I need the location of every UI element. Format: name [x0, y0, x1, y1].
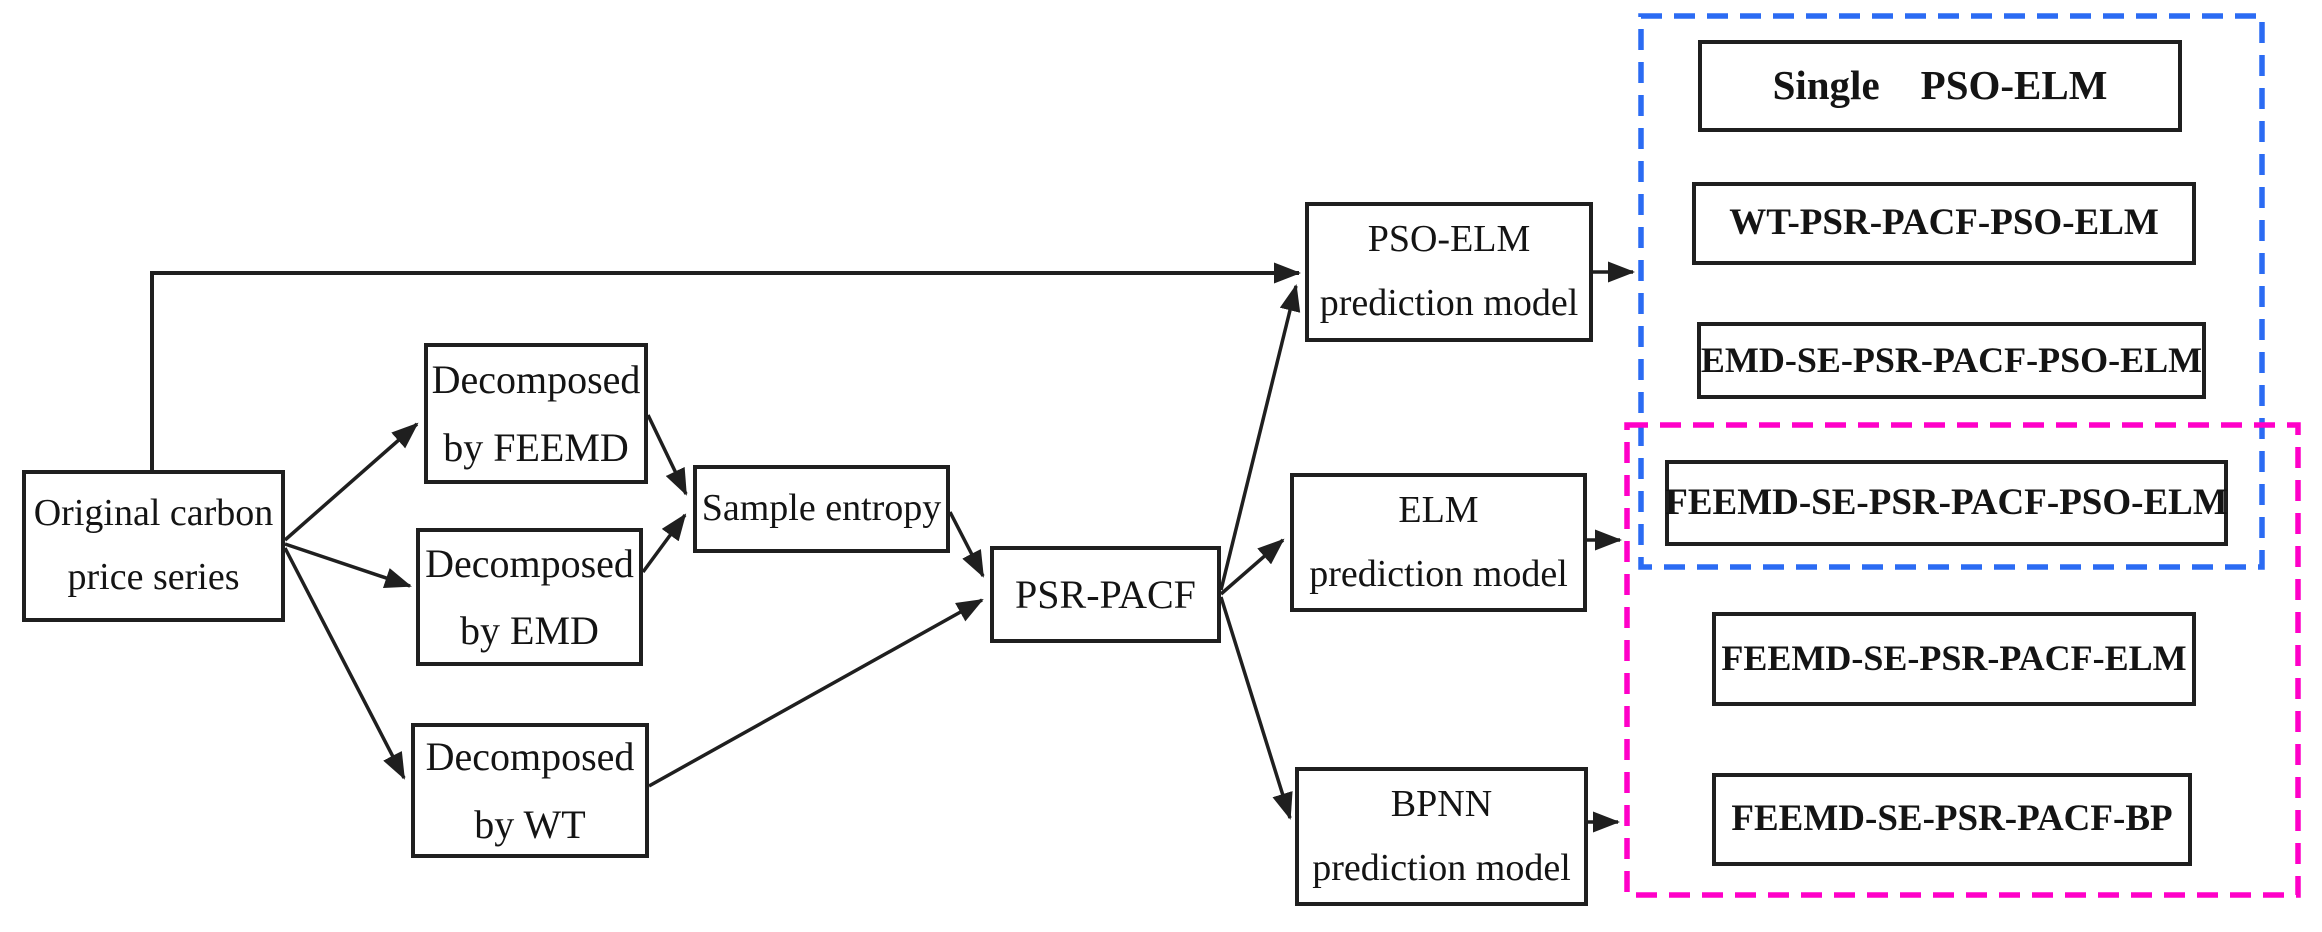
edge-emd-to-sample-entropy [641, 513, 687, 574]
node-wt-psr-pacf-pso-elm: WT-PSR-PACF-PSO-ELM [1692, 182, 2196, 265]
edge-original-to-feemd [283, 422, 419, 542]
edge-wt-to-psr-pacf [648, 598, 984, 788]
edge-sample-entropy-to-psr-pacf [948, 511, 985, 578]
node-sample-entropy: Sample entropy [693, 465, 950, 553]
node-original-carbon-price-series: Original carbon price series [22, 470, 285, 622]
node-elm-prediction-model: ELM prediction model [1290, 473, 1587, 612]
node-feemd-se-psr-pacf-elm: FEEMD-SE-PSR-PACF-ELM [1712, 612, 2196, 706]
magenta-dashed-group-box [1624, 422, 2301, 898]
node-decomposed-by-emd: Decomposed by EMD [416, 528, 643, 666]
edge-original-to-emd [284, 542, 412, 588]
node-single-pso-elm: Single PSO-ELM [1698, 40, 2182, 132]
edge-psr-pacf-to-pso-elm-model [1219, 284, 1301, 591]
node-emd-se-psr-pacf-pso-elm: EMD-SE-PSR-PACF-PSO-ELM [1697, 322, 2206, 399]
edge-original-to-wt [283, 547, 406, 780]
node-feemd-se-psr-pacf-pso-elm: FEEMD-SE-PSR-PACF-PSO-ELM [1665, 460, 2228, 546]
node-psr-pacf: PSR-PACF [990, 546, 1221, 643]
node-pso-elm-prediction-model: PSO-ELM prediction model [1305, 202, 1593, 342]
edge-psr-pacf-to-elm-model [1219, 538, 1285, 596]
edge-feemd-to-sample-entropy [646, 414, 688, 496]
node-feemd-se-psr-pacf-bp: FEEMD-SE-PSR-PACF-BP [1712, 773, 2192, 866]
edge-original-to-pso-elm-model [150, 262, 1301, 470]
blue-dashed-group-box [1638, 13, 2265, 570]
node-decomposed-by-wt: Decomposed by WT [411, 723, 649, 858]
edge-psr-pacf-to-bpnn-model [1219, 596, 1293, 820]
node-decomposed-by-feemd: Decomposed by FEEMD [424, 343, 648, 484]
node-bpnn-prediction-model: BPNN prediction model [1295, 767, 1588, 906]
